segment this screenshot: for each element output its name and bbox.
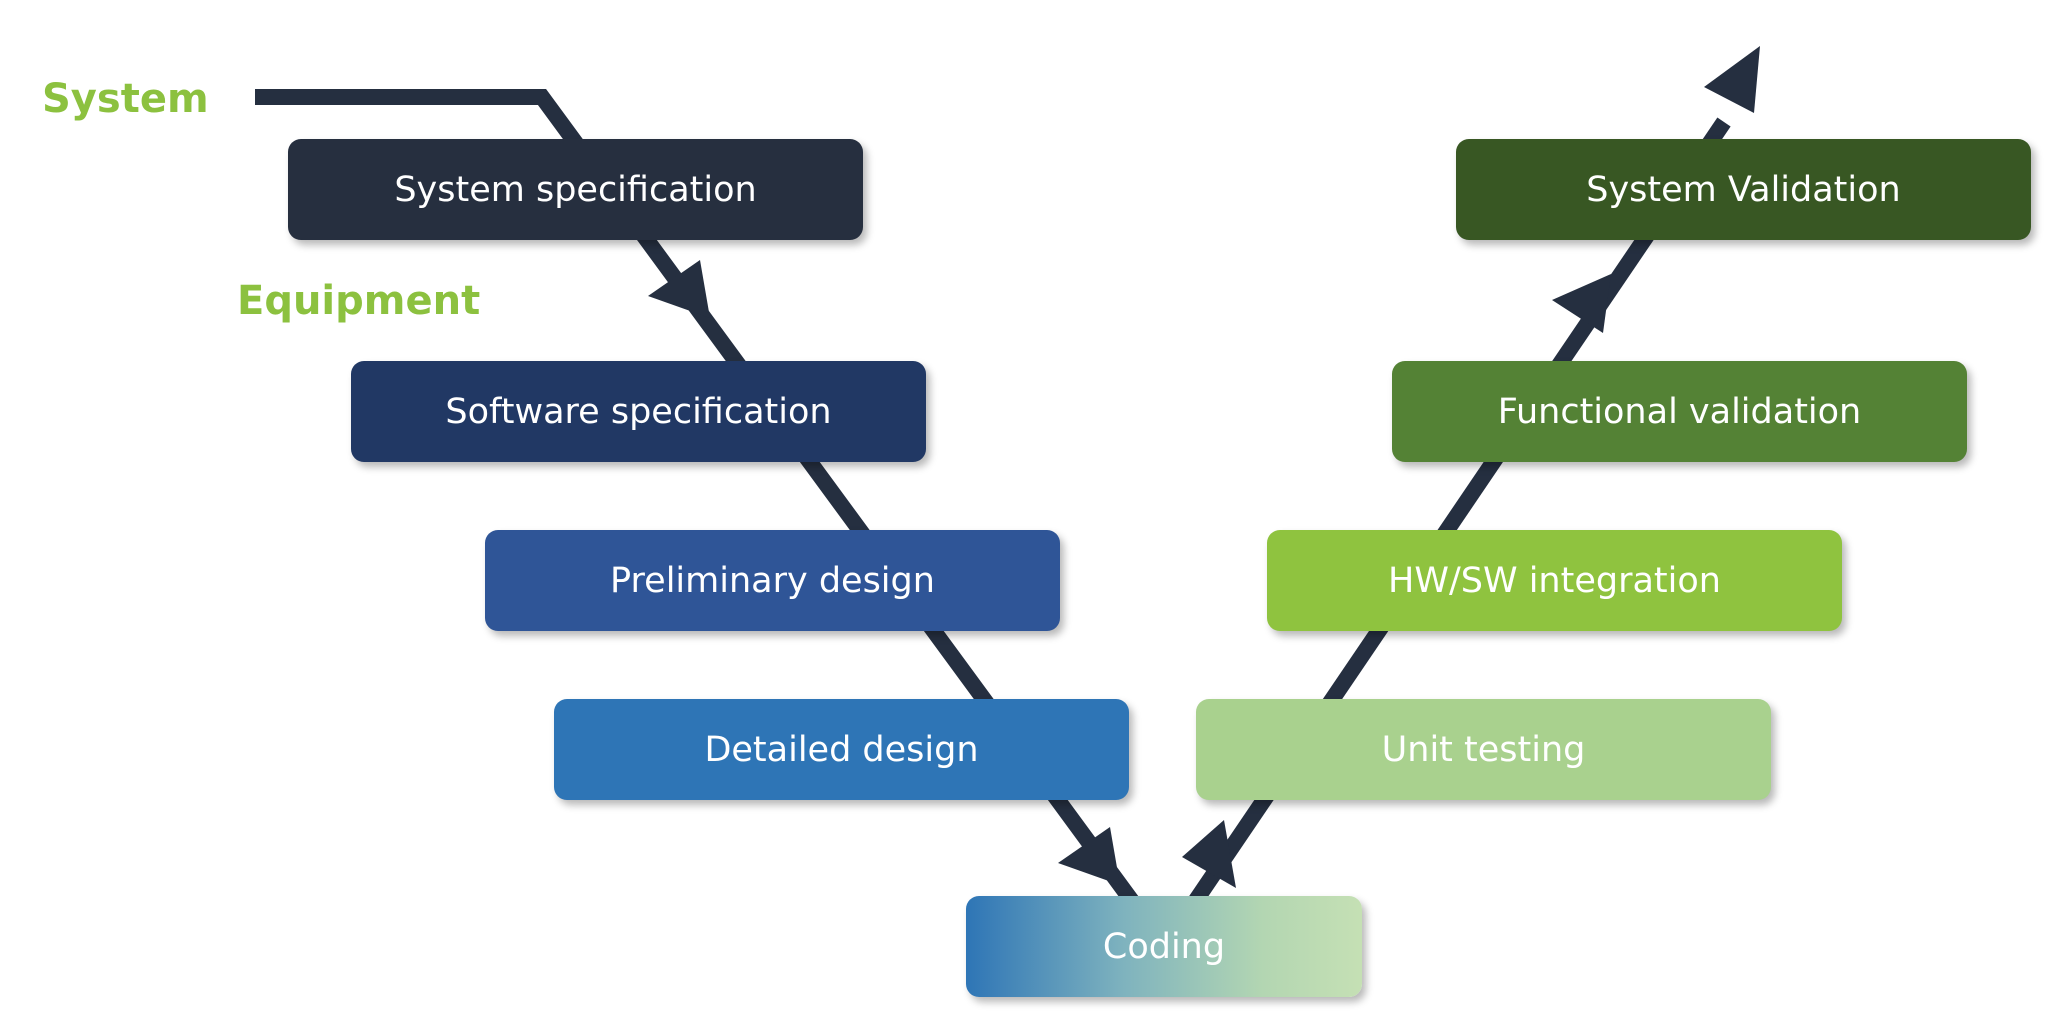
step-functional-validation: Functional validation xyxy=(1392,361,1967,462)
left-path-line xyxy=(255,89,1147,917)
step-hwsw-integration: HW/SW integration xyxy=(1267,530,1842,631)
step-label: System specification xyxy=(394,169,757,210)
step-label: System Validation xyxy=(1586,169,1901,210)
step-detailed-design: Detailed design xyxy=(554,699,1129,800)
top-arrow-head xyxy=(1704,46,1760,113)
step-coding: Coding xyxy=(966,896,1362,997)
level-label-system: System xyxy=(42,76,209,122)
step-label: Preliminary design xyxy=(610,560,935,601)
step-label: HW/SW integration xyxy=(1388,560,1721,601)
step-unit-testing: Unit testing xyxy=(1196,699,1771,800)
right-arrow-head-lower xyxy=(1182,820,1236,888)
step-label: Software specification xyxy=(445,391,832,432)
step-label: Unit testing xyxy=(1381,729,1586,770)
step-system-specification: System specification xyxy=(288,139,863,240)
left-arrow-head-upper xyxy=(648,260,710,318)
level-label-equipment: Equipment xyxy=(237,278,481,324)
right-arrow-head-upper xyxy=(1552,274,1611,333)
step-software-specification: Software specification xyxy=(351,361,926,462)
step-label: Coding xyxy=(1102,926,1226,967)
step-label: Functional validation xyxy=(1497,391,1862,432)
step-preliminary-design: Preliminary design xyxy=(485,530,1060,631)
step-label: Detailed design xyxy=(704,729,979,770)
step-system-validation: System Validation xyxy=(1456,139,2031,240)
left-arrow-head-lower xyxy=(1058,827,1120,885)
